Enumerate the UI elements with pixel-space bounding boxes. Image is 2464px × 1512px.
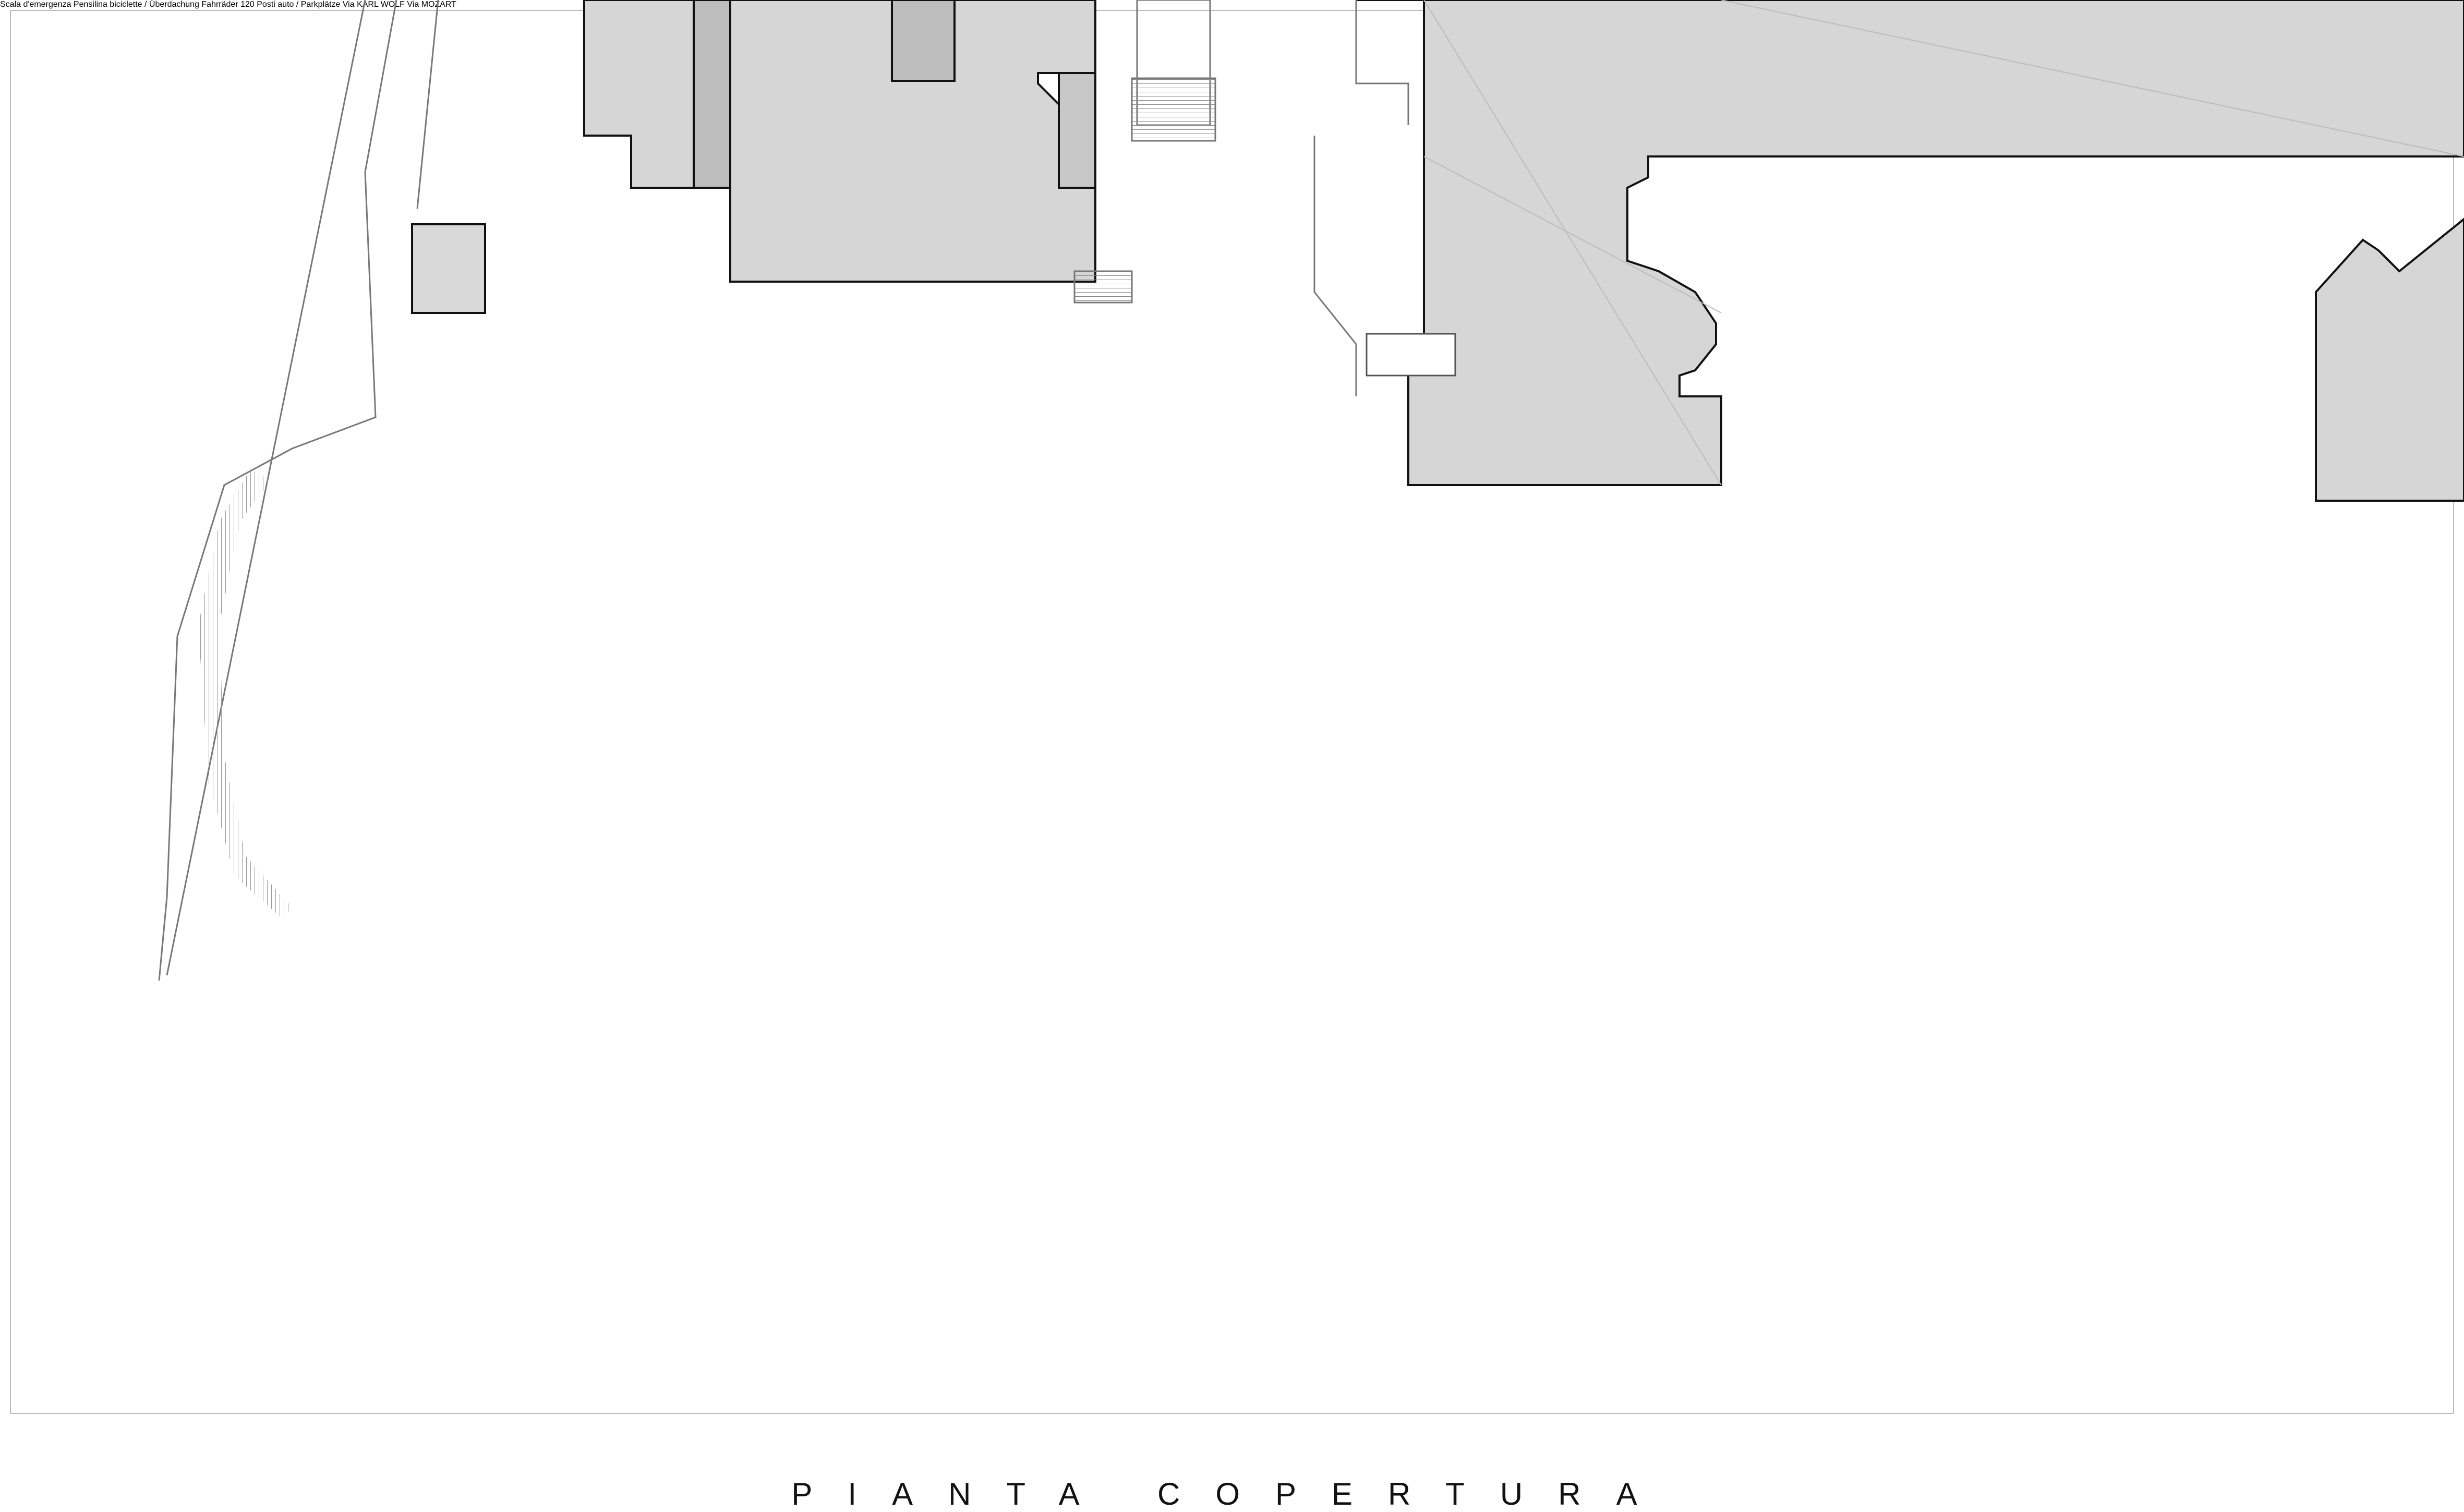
bike-shelter-outline: Pensilina biciclette / Überdachung Fahrr…	[73, 0, 1637, 1511]
street-karl-wolf-text: Via KARL WOLF	[342, 0, 405, 9]
courtyard-hatch: Pensilina biciclette / Überdachung Fahrr…	[73, 0, 1637, 1511]
drawing-frame	[10, 10, 2454, 1414]
street-mozart-text: Via MOZART	[407, 0, 456, 9]
west-curb-hatch	[198, 469, 292, 918]
road-shadow: Via KARL WOLF Via MOZART PIANTA COPERTUR…	[342, 0, 1637, 1511]
east-hatch-strip: Via KARL WOLF Via MOZART PIANTA COPERTUR…	[342, 0, 1637, 1511]
north-service-lines	[1073, 0, 1456, 396]
bike-shelter-text: Pensilina biciclette / Überdachung Fahrr…	[73, 0, 238, 9]
south-hatch-block: Via KARL WOLF Via MOZART PIANTA COPERTUR…	[342, 0, 1637, 1511]
north-buildings	[411, 0, 1096, 314]
drawing-title: PIANTA COPERTURA	[791, 1477, 1673, 1511]
roof-ridge-lines	[1423, 0, 2464, 486]
northeast-building	[1356, 0, 2464, 502]
parking-text: 120 Posti auto / Parkplätze	[240, 0, 341, 9]
emergency-stairs-text: Scala d'emergenza	[0, 0, 71, 9]
west-boundary-lines	[158, 0, 439, 981]
